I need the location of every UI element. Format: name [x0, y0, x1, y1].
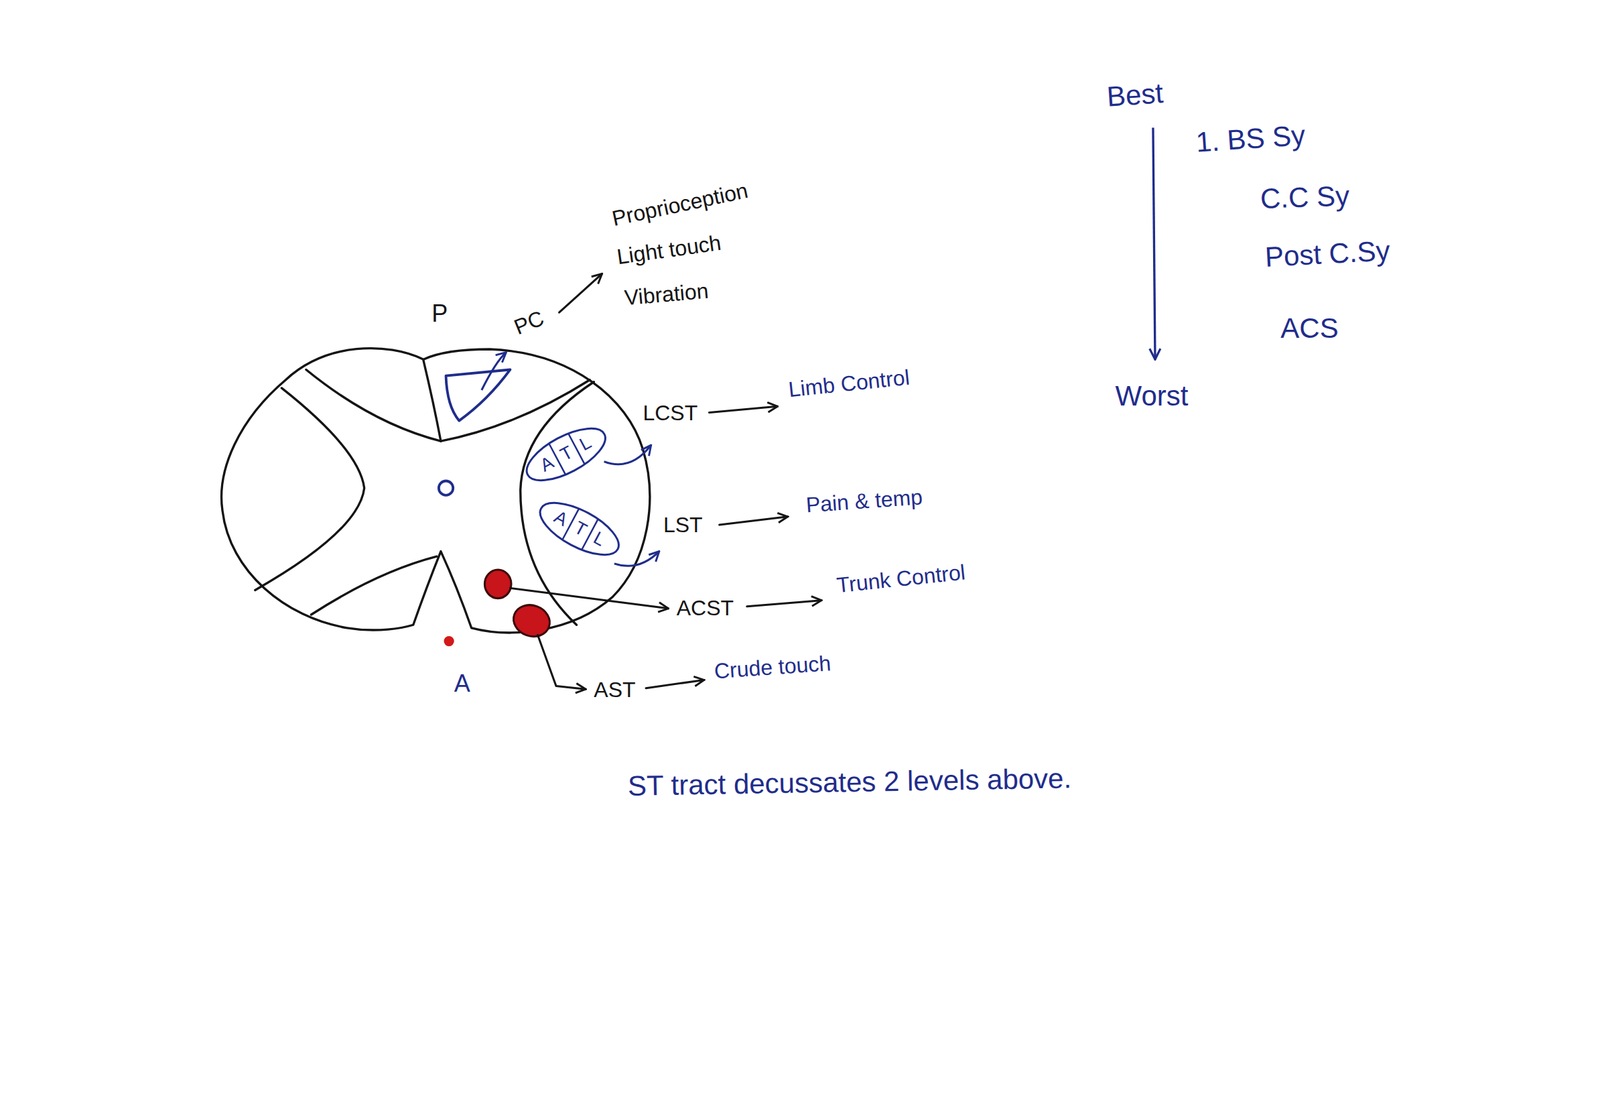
annotation-label: AST [593, 678, 636, 702]
oval-border [519, 417, 614, 490]
annotation-label: P [431, 300, 448, 327]
annotation-label: ACS [1280, 312, 1339, 344]
annotation-label: ACST [676, 596, 734, 620]
annotation-label: Worst [1115, 380, 1189, 412]
leader-arrow [509, 587, 669, 608]
tract-lamina-letter: T [570, 517, 591, 541]
leader-arrow [708, 406, 778, 413]
grey-matter-edge [306, 369, 441, 441]
oval-border [532, 492, 627, 565]
leader-arrow [481, 352, 507, 390]
tract-lamina-letter: L [576, 432, 595, 455]
posterior-column-region [446, 369, 511, 421]
annotation-label: ST tract decussates 2 levels above. [627, 762, 1072, 802]
annotation-label: Post C.Sy [1264, 235, 1391, 273]
annotation-label: Best [1106, 77, 1165, 113]
leader-arrow [719, 516, 788, 525]
oval-letters: ATL [537, 432, 595, 476]
annotation-label: Light touch [615, 231, 723, 270]
tract-spot [484, 569, 512, 599]
grey-matter-edge [255, 387, 365, 591]
tract-lamina-letter: L [590, 527, 609, 551]
tract-oval: ATL [517, 416, 616, 493]
annotation-label: Trunk Control [835, 560, 967, 598]
oval-letters: ATL [550, 507, 609, 551]
annotation-label: LST [663, 513, 703, 538]
annotation-label: 1. BS Sy [1194, 119, 1306, 159]
annotation-label: LCST [642, 401, 698, 425]
annotation-label: Limb Control [787, 365, 911, 402]
leader-arrow [559, 273, 603, 313]
tract-oval: ATL [530, 490, 628, 567]
red-dot [443, 635, 454, 646]
dorsal-septum [423, 360, 441, 441]
cord-outline [221, 348, 650, 633]
leader-arrow [538, 634, 587, 689]
leader-arrow [645, 679, 705, 688]
tract-spot [509, 599, 555, 642]
leader-arrow [614, 551, 660, 567]
leader-arrow [604, 444, 652, 465]
tract-lamina-letter: T [557, 442, 577, 465]
grey-matter-edge [311, 556, 437, 615]
annotation-label: Vibration [623, 278, 710, 310]
central-canal [438, 480, 453, 495]
leader-arrow [747, 600, 822, 607]
tract-lamina-letter: A [537, 452, 558, 476]
annotation-label: Pain & temp [805, 485, 924, 517]
ranking-arrow [1153, 127, 1156, 360]
tract-lamina-letter: A [550, 507, 571, 531]
annotation-label: C.C Sy [1259, 180, 1351, 215]
annotation-label: PC [511, 306, 548, 340]
annotation-label: Proprioception [609, 178, 750, 231]
grey-matter-edge [440, 379, 590, 441]
annotation-label: A [454, 670, 471, 698]
annotation-label: Crude touch [713, 651, 832, 683]
